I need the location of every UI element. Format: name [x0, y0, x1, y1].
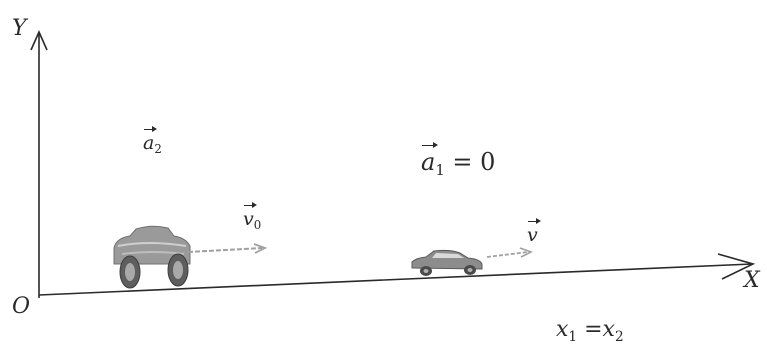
- vector-v-symbol: v: [527, 218, 541, 246]
- subscript: 1: [568, 328, 578, 345]
- meeting-condition-label: x1 =x2: [556, 319, 624, 344]
- y-axis-arrowhead: [30, 30, 48, 51]
- car-large-motion-arrow: [187, 247, 263, 253]
- vector-a-symbol: a: [421, 142, 439, 176]
- subscript: 2: [614, 328, 624, 345]
- car-small-motion-arrowhead: [519, 247, 534, 258]
- x-axis-label: X: [744, 268, 760, 293]
- acceleration-a1-label: a1 = 0: [421, 142, 496, 180]
- velocity-v-label: v: [527, 218, 541, 246]
- vector-v-symbol: v: [243, 202, 257, 230]
- subscript: 1: [435, 161, 445, 180]
- origin-label: O: [12, 294, 31, 319]
- y-axis-label: Y: [12, 16, 27, 41]
- car-large-motion-arrowhead: [253, 243, 268, 254]
- x-axis-arrowhead: [717, 253, 756, 280]
- car-small-motion-arrow: [486, 251, 529, 258]
- x-axis: [38, 263, 753, 296]
- x2-symbol: x: [602, 317, 615, 342]
- subscript: 0: [253, 218, 262, 233]
- velocity-v0-label: v0: [243, 202, 262, 233]
- acceleration-a2-label: a2: [143, 126, 162, 157]
- vector-a-symbol: a: [143, 126, 158, 154]
- equals-sign: =: [577, 317, 603, 342]
- car-icon: [113, 225, 191, 289]
- equals-zero-text: = 0: [444, 148, 496, 176]
- x1-symbol: x: [556, 317, 569, 342]
- car-icon: [411, 249, 483, 276]
- subscript: 2: [154, 142, 162, 157]
